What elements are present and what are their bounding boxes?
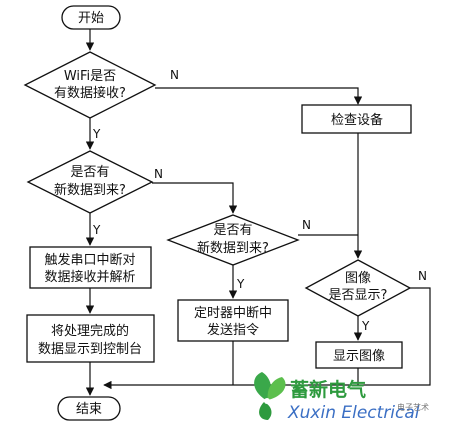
watermark-brand-cn: 蓄新电气 bbox=[290, 378, 366, 401]
label-img-no: N bbox=[418, 269, 427, 283]
edge-new1-no-to-new2 bbox=[152, 182, 238, 214]
node-image-shown-line1: 图像 bbox=[345, 271, 371, 286]
label-new1-yes: Y bbox=[92, 223, 101, 237]
watermark-brand-en: Xuxin Electrical bbox=[287, 403, 420, 423]
edge-wifi-to-check-device bbox=[155, 87, 363, 105]
node-new-data-2-line1: 是否有 bbox=[213, 223, 252, 238]
node-end-label: 结束 bbox=[76, 402, 102, 417]
node-start-label: 开始 bbox=[78, 11, 104, 26]
node-new-data-1-line1: 是否有 bbox=[70, 165, 109, 180]
label-img-yes: Y bbox=[361, 319, 370, 333]
watermark-tag: 电子艺术 bbox=[397, 402, 429, 412]
node-timer-interrupt: 定时器中断中 发送指令 bbox=[177, 299, 289, 342]
node-check-device-label: 检查设备 bbox=[331, 112, 383, 128]
node-start: 开始 bbox=[61, 5, 121, 30]
label-wifi-no: N bbox=[170, 68, 179, 82]
label-new2-no: N bbox=[302, 218, 311, 232]
node-check-device: 检查设备 bbox=[301, 104, 412, 134]
node-end: 结束 bbox=[57, 396, 121, 421]
node-image-shown-line2: 是否显示? bbox=[329, 288, 388, 303]
node-display-console: 将处理完成的 数据显示到控制台 bbox=[26, 314, 155, 363]
node-new-data-1: 是否有 新数据到来? bbox=[26, 150, 154, 214]
label-wifi-yes: Y bbox=[92, 127, 101, 141]
node-show-image: 显示图像 bbox=[315, 341, 403, 369]
label-new1-no: N bbox=[154, 167, 163, 181]
node-image-shown: 图像 是否显示? bbox=[304, 259, 412, 317]
node-wifi-check: WiFi是否 有数据接收? bbox=[23, 51, 157, 119]
node-wifi-check-line2: 有数据接收? bbox=[54, 85, 126, 101]
node-new-data-2: 是否有 新数据到来? bbox=[166, 214, 300, 266]
node-wifi-check-line1: WiFi是否 bbox=[64, 69, 116, 84]
node-show-image-label: 显示图像 bbox=[333, 349, 385, 364]
node-uart-interrupt: 触发串口中断对 数据接收并解析 bbox=[29, 246, 152, 289]
node-timer-interrupt-line2: 发送指令 bbox=[207, 322, 259, 338]
watermark-logo: 蓄新电气 Xuxin Electrical 电子艺术 bbox=[254, 372, 429, 423]
label-new2-yes: Y bbox=[236, 277, 245, 291]
node-display-console-line2: 数据显示到控制台 bbox=[38, 342, 142, 357]
node-new-data-2-line2: 新数据到来? bbox=[197, 240, 269, 256]
node-new-data-1-line2: 新数据到来? bbox=[54, 182, 126, 198]
node-uart-interrupt-line1: 触发串口中断对 bbox=[44, 252, 135, 268]
node-uart-interrupt-line2: 数据接收并解析 bbox=[44, 269, 135, 285]
node-timer-interrupt-line1: 定时器中断中 bbox=[194, 306, 272, 321]
node-display-console-line1: 将处理完成的 bbox=[51, 323, 129, 339]
logo-leaf-icon bbox=[254, 372, 286, 420]
